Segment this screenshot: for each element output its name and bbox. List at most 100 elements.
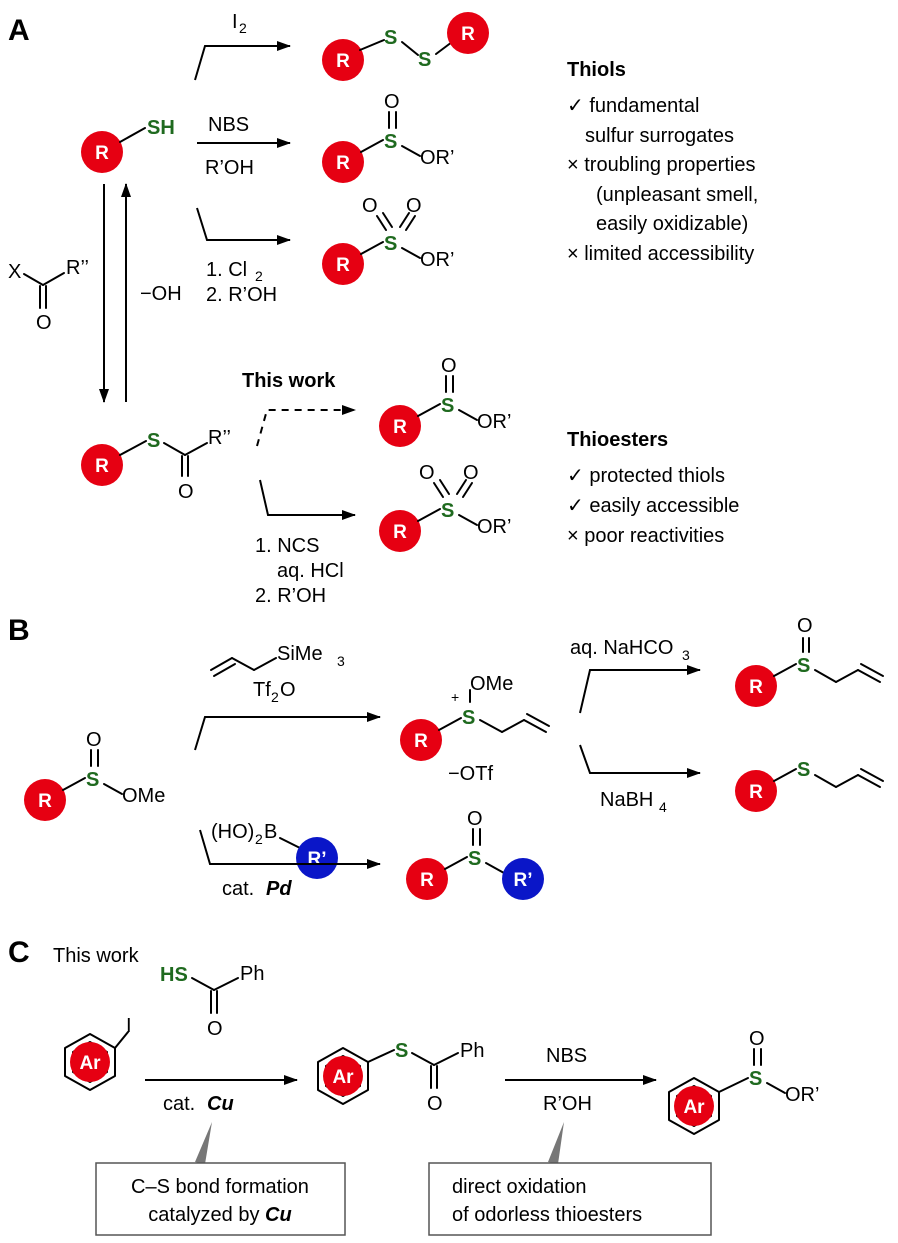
thioesters-item-3: × poor reactivities bbox=[567, 525, 724, 547]
svg-text:Cu: Cu bbox=[207, 1093, 234, 1115]
sulfonate-ester-a2: R S O O OR’ bbox=[379, 462, 511, 552]
sulfonate-ester-a1: R S O O OR’ bbox=[322, 195, 454, 285]
svg-text:OR’: OR’ bbox=[477, 411, 511, 433]
svg-text:I: I bbox=[232, 11, 238, 33]
svg-text:2: 2 bbox=[255, 831, 263, 847]
thiols-item-1: ✓ fundamental bbox=[567, 95, 699, 117]
svg-text:S: S bbox=[749, 1068, 762, 1090]
svg-text:OR’: OR’ bbox=[420, 147, 454, 169]
svg-text:direct oxidation: direct oxidation bbox=[452, 1176, 587, 1198]
svg-text:O: O bbox=[441, 355, 457, 377]
arrow-cu: cat. Cu bbox=[145, 1075, 298, 1115]
svg-text:SiMe: SiMe bbox=[277, 643, 323, 665]
svg-text:cat.: cat. bbox=[163, 1093, 195, 1115]
aryl-sulfinate: Ar S O OR’ bbox=[668, 1028, 819, 1135]
svg-text:2. R’OH: 2. R’OH bbox=[206, 284, 277, 306]
svg-text:R’: R’ bbox=[514, 870, 533, 891]
svg-text:R: R bbox=[336, 153, 350, 174]
svg-text:2: 2 bbox=[255, 268, 263, 284]
thioester-a: R S R’’ O bbox=[81, 427, 231, 503]
allyl-sulfoxide: R S O bbox=[735, 615, 884, 707]
this-work-label: This work bbox=[53, 945, 140, 967]
svg-text:2: 2 bbox=[271, 689, 279, 705]
svg-text:2: 2 bbox=[239, 20, 247, 36]
svg-text:cat.: cat. bbox=[222, 878, 254, 900]
svg-text:R: R bbox=[38, 791, 52, 812]
allyl-sulfide: R S bbox=[735, 759, 884, 812]
arrow-nabh4: NaBH 4 bbox=[579, 744, 701, 815]
svg-text:S: S bbox=[468, 848, 481, 870]
thioesters-item-1: ✓ protected thiols bbox=[567, 465, 725, 487]
sulfonium-intermediate: R S + OMe −OTf bbox=[400, 673, 550, 785]
equilibrium-arrows: −OH bbox=[99, 183, 182, 403]
svg-text:OR’: OR’ bbox=[477, 516, 511, 538]
this-work-dashed-arrow: This work bbox=[242, 370, 356, 447]
svg-text:O: O bbox=[384, 91, 400, 113]
svg-text:S: S bbox=[86, 769, 99, 791]
svg-text:R: R bbox=[420, 870, 434, 891]
svg-text:NaBH: NaBH bbox=[600, 789, 653, 811]
svg-text:Ar: Ar bbox=[683, 1097, 705, 1118]
svg-text:O: O bbox=[86, 729, 102, 751]
callout-direct-oxidation: direct oxidation of odorless thioesters bbox=[428, 1122, 712, 1236]
svg-text:O: O bbox=[797, 615, 813, 637]
svg-text:R: R bbox=[393, 417, 407, 438]
svg-text:S: S bbox=[395, 1040, 408, 1062]
svg-text:Pd: Pd bbox=[266, 878, 292, 900]
svg-text:O: O bbox=[406, 195, 422, 217]
arrow-allylation bbox=[194, 712, 381, 751]
svg-text:S: S bbox=[384, 131, 397, 153]
svg-text:−OTf: −OTf bbox=[448, 763, 493, 785]
thiols-item-6: × limited accessibility bbox=[567, 243, 754, 265]
arrow-nbs-a: NBS R’OH bbox=[197, 114, 291, 179]
svg-text:O: O bbox=[427, 1093, 443, 1115]
sulfinate-ester-a1: R S O OR’ bbox=[322, 91, 454, 183]
svg-text:R: R bbox=[749, 677, 763, 698]
svg-text:Ar: Ar bbox=[79, 1053, 101, 1074]
svg-text:OR’: OR’ bbox=[420, 249, 454, 271]
svg-text:This work: This work bbox=[242, 370, 336, 392]
arrow-pd: cat. Pd bbox=[199, 829, 381, 900]
svg-text:S: S bbox=[384, 27, 397, 49]
thiobenzoic-acid: HS Ph O bbox=[160, 963, 264, 1040]
svg-text:O: O bbox=[362, 195, 378, 217]
arrow-chlorine: 1. Cl 2 2. R’OH bbox=[196, 207, 291, 306]
boronic-acid: (HO) 2 B R’ bbox=[211, 821, 338, 879]
svg-text:R’’: R’’ bbox=[208, 427, 231, 449]
thioesters-item-2: ✓ easily accessible bbox=[567, 495, 739, 517]
panel-label-b: B bbox=[8, 614, 30, 647]
thioesters-heading: Thioesters bbox=[567, 429, 668, 451]
arrow-nbs-c: NBS R’OH bbox=[505, 1045, 657, 1115]
thiols-item-4: (unpleasant smell, bbox=[596, 184, 758, 206]
svg-text:Ar: Ar bbox=[332, 1067, 354, 1088]
disulfide-product: R S S R bbox=[322, 12, 489, 81]
callout-cu-catalysis: C–S bond formation catalyzed by Cu bbox=[95, 1122, 346, 1236]
svg-text:R: R bbox=[336, 51, 350, 72]
thiols-item-2: sulfur surrogates bbox=[585, 125, 734, 147]
thiols-heading: Thiols bbox=[567, 59, 626, 81]
thiols-item-5: easily oxidizable) bbox=[596, 213, 748, 235]
methyl-sulfinate: R S O OMe bbox=[24, 729, 165, 821]
aryl-thioester: Ar S Ph O bbox=[317, 1040, 484, 1115]
svg-text:NBS: NBS bbox=[546, 1045, 587, 1067]
sulfoxide-product: R S O R’ bbox=[406, 808, 544, 900]
svg-text:O: O bbox=[36, 312, 52, 334]
panel-label-c: C bbox=[8, 936, 30, 969]
svg-text:S: S bbox=[384, 233, 397, 255]
svg-text:OMe: OMe bbox=[122, 785, 165, 807]
svg-text:C–S bond formation: C–S bond formation bbox=[131, 1176, 309, 1198]
svg-text:+: + bbox=[451, 689, 459, 705]
svg-text:O: O bbox=[178, 481, 194, 503]
acyl-reagent: X R’’ O bbox=[8, 257, 89, 334]
svg-text:Ph: Ph bbox=[460, 1040, 484, 1062]
svg-text:O: O bbox=[463, 462, 479, 484]
svg-text:Tf: Tf bbox=[253, 679, 271, 701]
svg-text:OR’: OR’ bbox=[785, 1084, 819, 1106]
svg-text:R’: R’ bbox=[308, 849, 327, 870]
svg-text:of odorless thioesters: of odorless thioesters bbox=[452, 1204, 642, 1226]
svg-text:O: O bbox=[419, 462, 435, 484]
thiol-r-sh: R SH bbox=[81, 117, 175, 173]
arrow-iodine: I 2 bbox=[194, 11, 291, 81]
aryl-iodide: Ar I bbox=[64, 1015, 132, 1091]
